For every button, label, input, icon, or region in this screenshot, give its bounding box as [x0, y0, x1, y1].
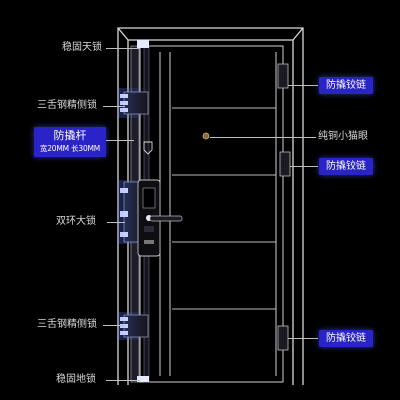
anti-pry-rod-badge: 防撬杆 宽20MM 长30MM [34, 127, 106, 157]
label-top-lock: 稳固天锁 [62, 42, 102, 53]
hinge-mid-label: 防撬铰链 [326, 161, 366, 172]
smart-lock-panel [137, 179, 183, 257]
callout-line [106, 380, 140, 381]
anti-pry-rod-spec: 宽20MM 长30MM [39, 144, 101, 153]
callout-line [288, 338, 318, 339]
callout-line [106, 48, 140, 49]
callout-line [106, 140, 134, 141]
label-peephole: 纯铜小猫眼 [318, 131, 368, 142]
hinge-bottom-badge: 防撬铰链 [319, 330, 373, 347]
hinge-mid-badge: 防撬铰链 [319, 158, 373, 175]
callout-line [210, 137, 316, 138]
label-floor-lock: 稳固地锁 [56, 374, 96, 385]
callout-line [290, 166, 318, 167]
callout-line [288, 85, 318, 86]
shield-icon [143, 141, 153, 155]
label-triple-tongue-top: 三舌钢精侧锁 [37, 100, 97, 111]
label-double-ring: 双环大锁 [56, 216, 96, 227]
door-panel-grooves [172, 107, 276, 310]
hinge-top-badge: 防撬铰链 [319, 77, 373, 94]
hinge-top-label: 防撬铰链 [326, 80, 366, 91]
hinges [277, 63, 291, 351]
hinge-bottom-label: 防撬铰链 [326, 333, 366, 344]
peephole-icon [202, 132, 210, 140]
door-leaf [139, 45, 284, 383]
callout-line [103, 325, 125, 326]
anti-pry-rod-title: 防撬杆 [53, 129, 87, 142]
callout-line [103, 106, 125, 107]
label-triple-tongue-bottom: 三舌钢精侧锁 [37, 319, 97, 330]
callout-line [107, 222, 125, 223]
